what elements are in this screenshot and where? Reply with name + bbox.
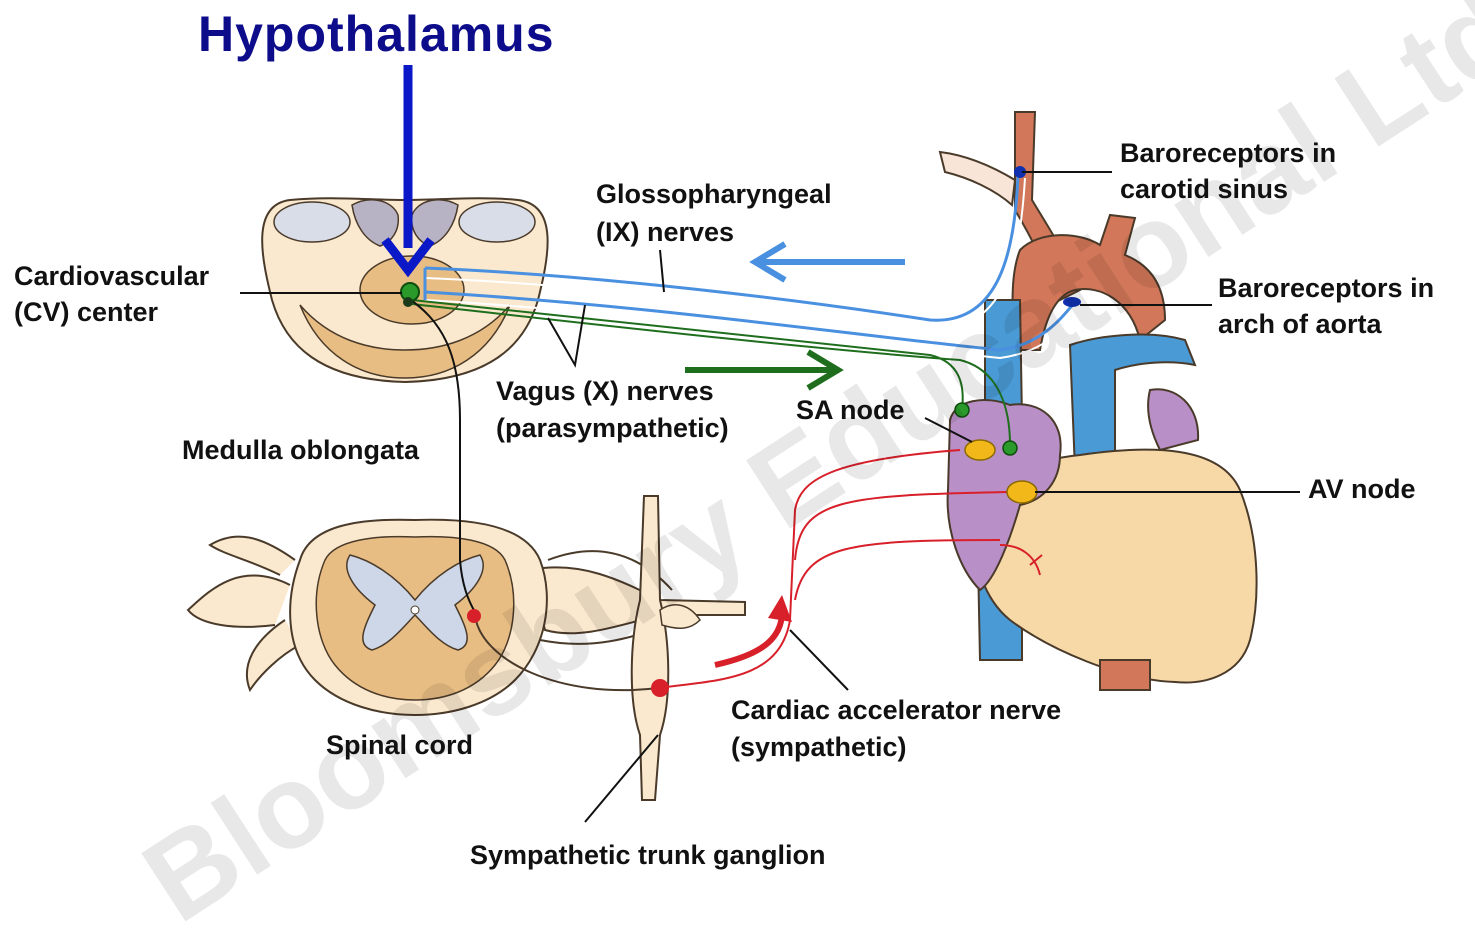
av-node-label: AV node (1308, 471, 1416, 508)
baroreceptors-aorta-label-line1: Baroreceptors in (1218, 270, 1434, 307)
medulla-label: Medulla oblongata (182, 432, 419, 469)
spinal-neuron-dot (467, 609, 481, 623)
vagus-label-line2: (parasympathetic) (496, 410, 729, 447)
baroreceptors-carotid-label-line1: Baroreceptors in (1120, 135, 1336, 172)
cardiac-accelerator-label-line2: (sympathetic) (731, 729, 907, 766)
hypothalamus-title: Hypothalamus (198, 6, 555, 62)
cardiac-accelerator-leader (790, 630, 848, 690)
ganglion-dot (651, 679, 669, 697)
baroreceptors-aorta-label-line2: arch of aorta (1218, 306, 1382, 343)
spinal-cord-label: Spinal cord (326, 727, 473, 764)
sympathetic-arrow-head (768, 595, 792, 622)
glossopharyngeal-label-line1: Glossopharyngeal (596, 176, 832, 213)
vagus-av-dot (1003, 441, 1017, 455)
sympathetic-ganglion-label: Sympathetic trunk ganglion (470, 837, 826, 874)
cardiac-accelerator-label-line1: Cardiac accelerator nerve (731, 692, 1061, 729)
baroreceptors-carotid-label-line2: carotid sinus (1120, 171, 1288, 208)
cv-center-label-line2: (CV) center (14, 294, 158, 331)
sa-node (965, 440, 995, 460)
vagus-sa-dot (955, 403, 969, 417)
cv-center-label-line1: Cardiovascular (14, 258, 209, 295)
aorta-baroreceptor-dot (1063, 297, 1081, 307)
sa-node-label: SA node (796, 392, 905, 429)
glossopharyngeal-label-line2: (IX) nerves (596, 214, 734, 251)
av-node (1007, 481, 1037, 503)
vagus-label-line1: Vagus (X) nerves (496, 373, 714, 410)
cv-center-dot-dark (403, 297, 413, 307)
